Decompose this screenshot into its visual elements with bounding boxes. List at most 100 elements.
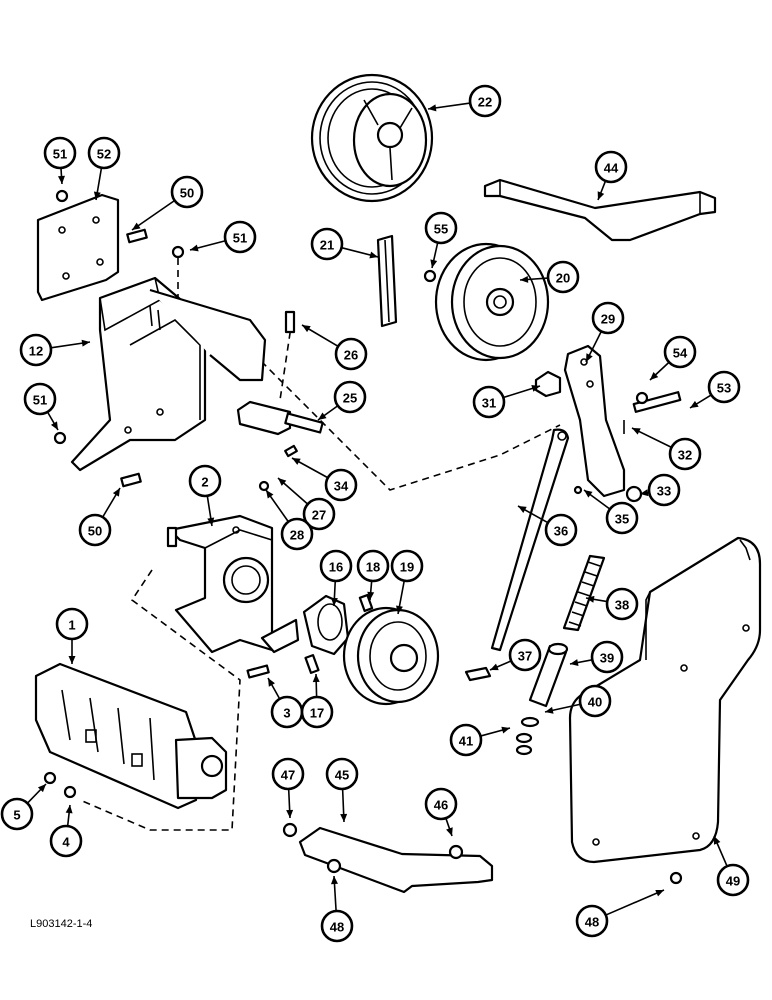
callout-number-50a: 50 [180,186,194,201]
callout-number-40: 40 [588,695,602,710]
callout-38: 38 [605,587,639,621]
callout-number-21: 21 [320,238,334,253]
leader-arrow-49 [713,836,721,845]
callout-39: 39 [590,640,624,674]
leader-arrow-47 [286,809,294,818]
callout-12: 12 [19,333,53,367]
leader-arrow-51c [50,421,58,430]
callout-circle-17 [300,695,334,729]
callout-44: 44 [594,150,628,184]
leader-arrow-17 [312,674,320,683]
callout-number-38: 38 [615,598,629,613]
leader-arrow-18 [367,591,375,600]
rod-36 [490,428,570,652]
callout-31: 31 [472,385,506,419]
callout-circle-45 [325,757,359,791]
leader-arrow-2 [207,517,215,526]
callout-number-44: 44 [604,161,619,176]
callout-52: 52 [87,136,121,170]
leader-arrow-55 [430,259,438,268]
callout-45: 45 [325,757,359,791]
leader-arrow-35 [584,490,593,498]
callout-number-36: 36 [554,524,568,539]
callout-circle-36 [544,513,578,547]
bracket-2 [168,514,300,654]
callout-circle-50a [170,175,204,209]
callout-circle-37 [508,638,542,672]
leader-arrow-45 [340,813,348,822]
callout-number-37: 37 [518,649,532,664]
leader-arrow-5 [37,784,46,793]
leader-line-50a [131,199,176,231]
leader-arrow-27 [278,478,287,486]
spring-38 [562,554,606,632]
callout-circle-34 [324,468,358,502]
callout-36: 36 [544,513,578,547]
leader-arrow-33 [640,489,649,497]
callout-number-5: 5 [13,808,20,823]
callout-number-12: 12 [29,344,43,359]
callout-number-51a: 51 [53,147,67,162]
callout-circle-48a [320,909,354,943]
drawing-code: L903142-1-4 [30,918,93,930]
callout-50a: 50 [170,175,204,209]
callout-circle-54 [663,335,697,369]
plate-52 [36,193,120,302]
callout-number-31: 31 [482,396,496,411]
callout-26: 26 [334,337,368,371]
callout-circle-46 [424,787,458,821]
callout-48b: 48 [575,904,609,938]
callout-27: 27 [302,497,336,531]
callout-51c: 51 [23,382,57,416]
callout-circle-4 [49,824,83,858]
leader-arrow-4 [65,805,73,814]
callout-48a: 48 [320,909,354,943]
callout-number-20: 20 [556,271,570,286]
pulley-22 [310,73,434,203]
callout-circle-51a [43,136,77,170]
callout-circle-35 [605,501,639,535]
callout-circle-47 [271,757,305,791]
nuts [53,189,583,495]
callout-54: 54 [663,335,697,369]
leader-arrow-12 [81,339,90,347]
callout-number-17: 17 [310,706,324,721]
callout-circle-52 [87,136,121,170]
callout-circle-29 [591,301,625,335]
callout-47: 47 [271,757,305,791]
callout-circle-32 [668,437,702,471]
callout-circle-22 [468,84,502,118]
bracket-44 [483,178,717,242]
callout-circle-53 [707,370,741,404]
callout-number-46: 46 [434,798,448,813]
callout-number-28: 28 [290,528,304,543]
callout-5: 5 [0,797,34,831]
callout-number-35: 35 [615,512,629,527]
callout-number-39: 39 [600,651,614,666]
callout-21: 21 [310,227,344,261]
callout-circle-5 [0,797,34,831]
callout-number-51b: 51 [233,231,247,246]
callout-number-1: 1 [68,618,75,633]
callout-number-2: 2 [201,475,208,490]
callout-55: 55 [424,211,458,245]
leader-arrow-25 [318,412,327,420]
callout-number-16: 16 [329,560,343,575]
leader-arrow-26 [302,325,311,333]
callout-circle-33 [647,473,681,507]
callout-34: 34 [324,468,358,502]
leader-arrow-51b [190,244,199,252]
callout-37: 37 [508,638,542,672]
callout-number-53: 53 [717,381,731,396]
callout-number-54: 54 [673,346,688,361]
leader-arrow-51a [57,175,65,184]
leader-arrow-52 [93,191,101,200]
callout-25: 25 [333,380,367,414]
callout-50b: 50 [78,513,112,547]
callout-1: 1 [55,607,89,641]
callout-number-45: 45 [335,768,349,783]
callout-number-47: 47 [281,768,295,783]
callout-number-26: 26 [344,348,358,363]
